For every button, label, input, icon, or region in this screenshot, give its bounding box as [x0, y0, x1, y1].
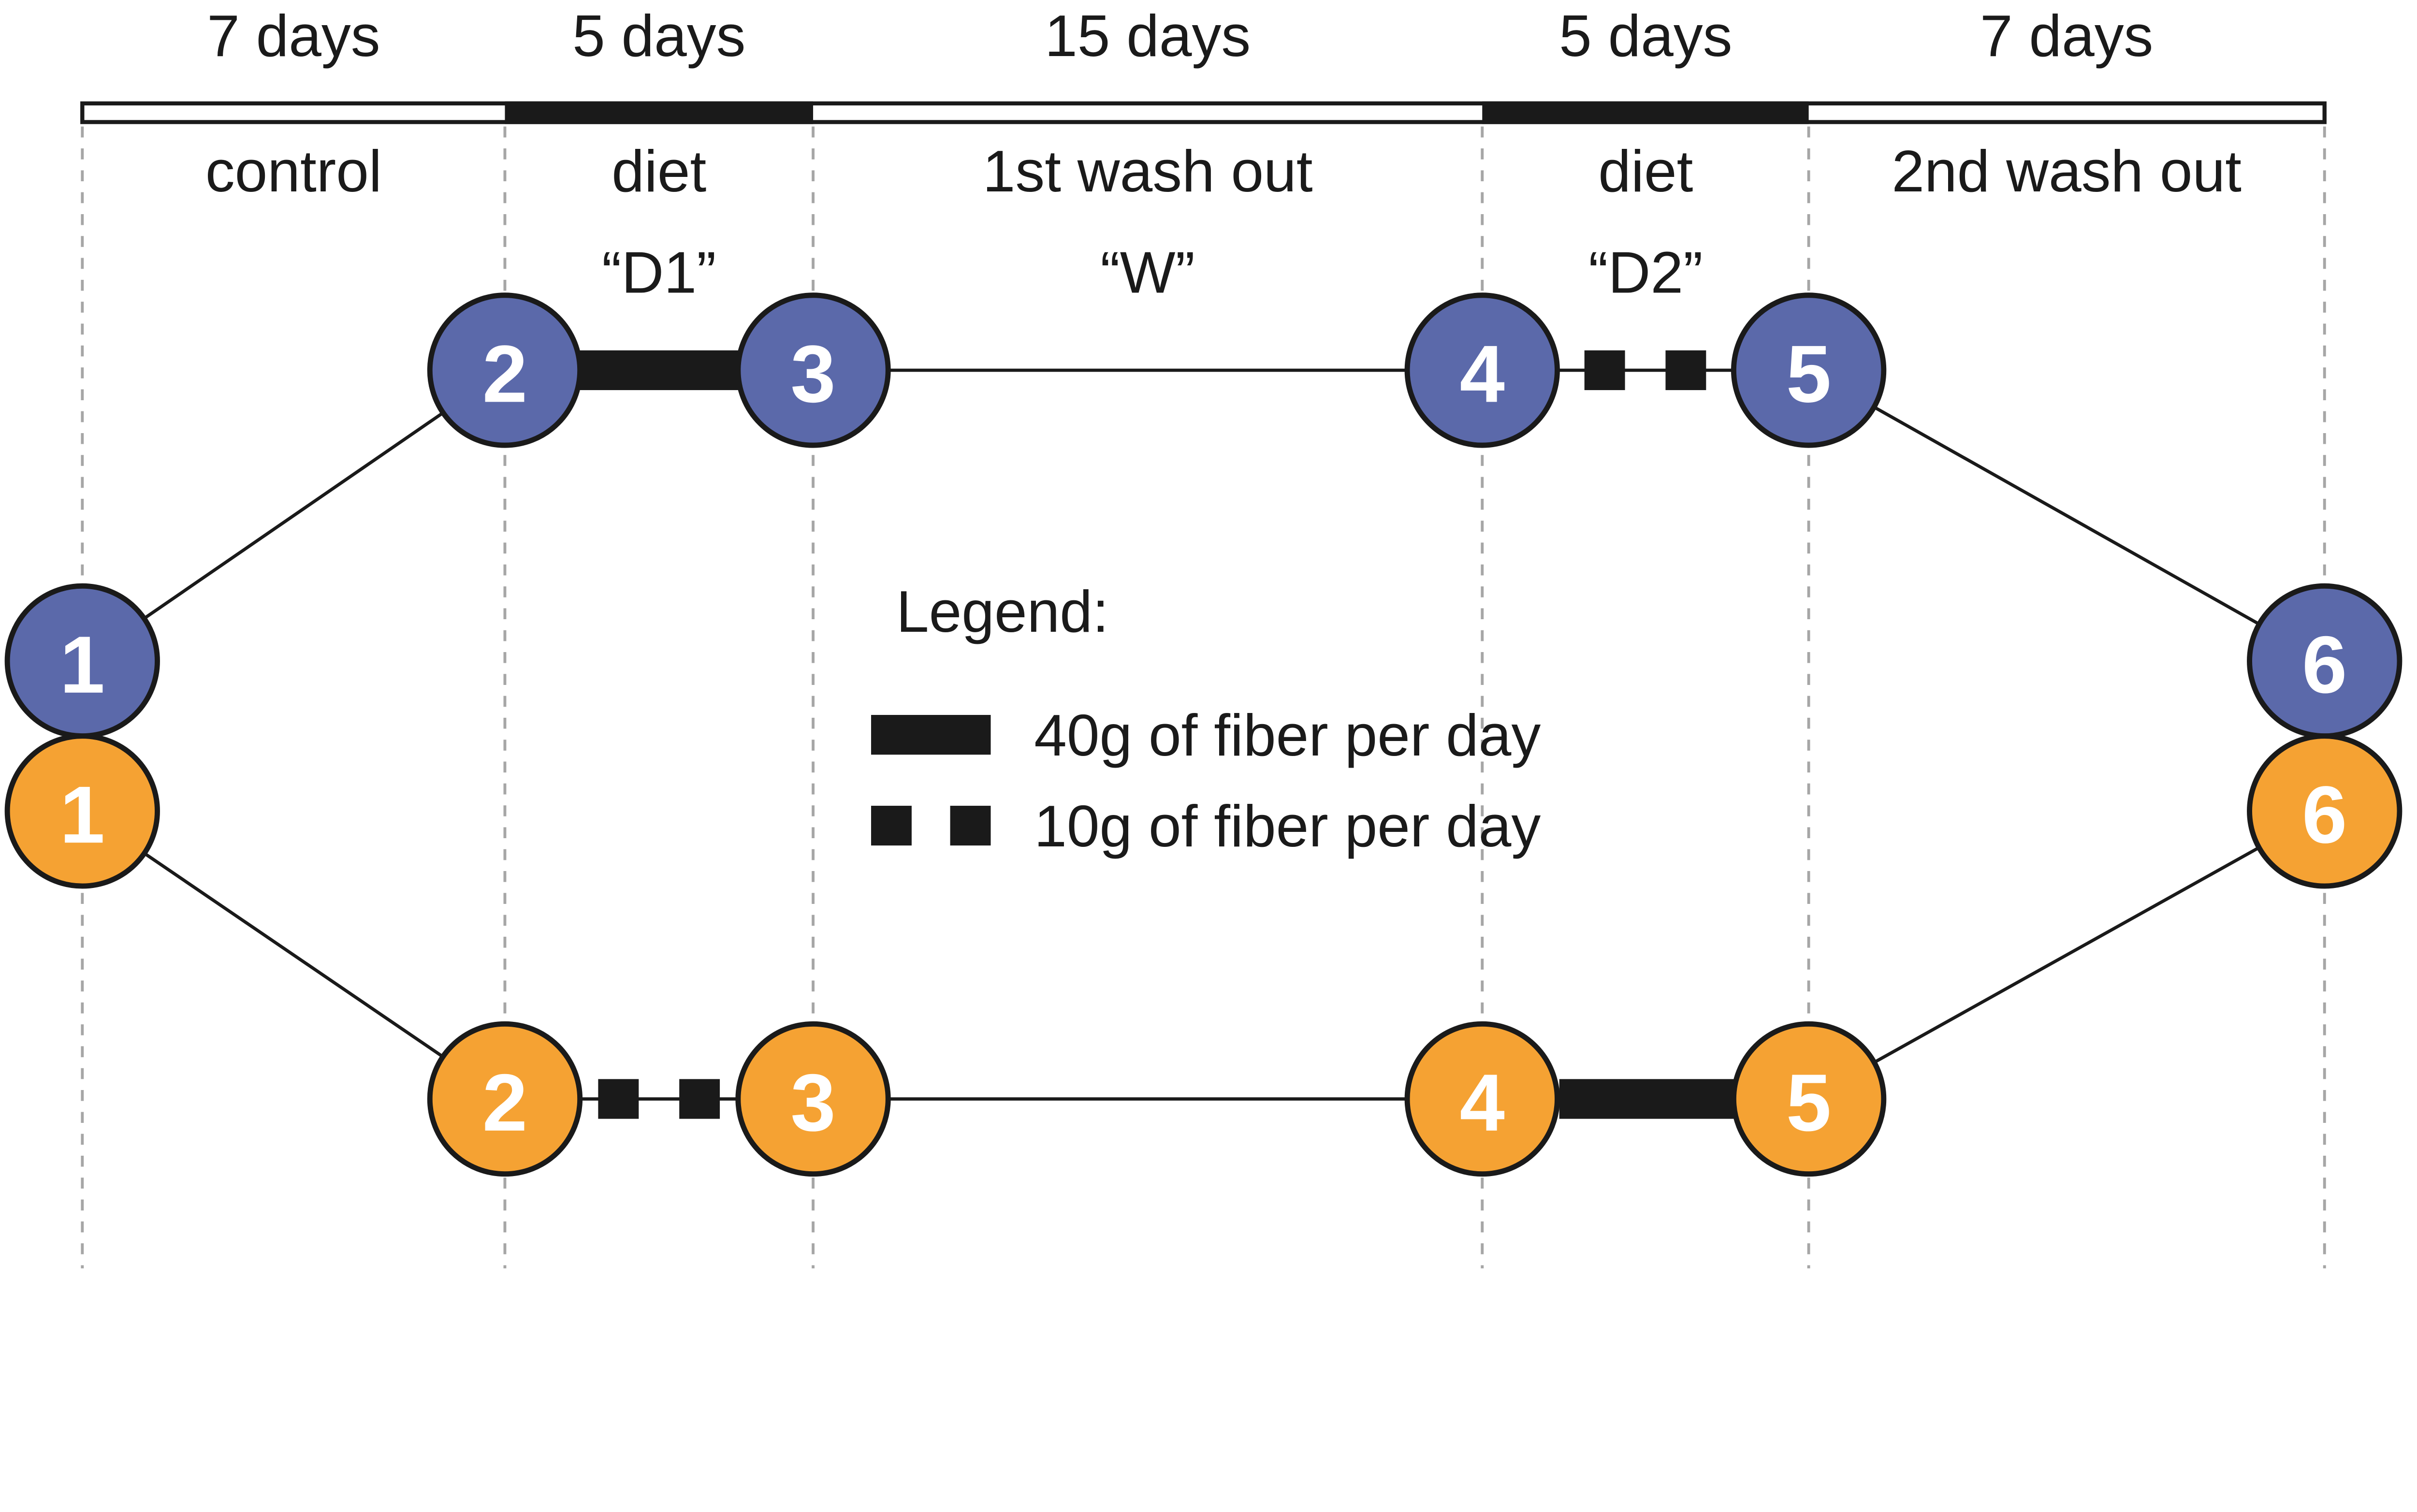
arm-a-link-5-6	[1807, 369, 2326, 663]
phase-name-2: diet	[612, 138, 706, 204]
arm-a-visit-4	[1404, 292, 1560, 448]
arm-b-visit-1	[4, 733, 160, 889]
arm-a-visit-3	[735, 292, 891, 448]
diet-phase-1-fill	[505, 101, 814, 124]
phase-name-4: diet	[1598, 138, 1693, 204]
arm-a-visit-1-number: 1	[60, 619, 105, 710]
arm-a-link-1-2	[81, 369, 506, 663]
duration-label-2: 5 days	[572, 3, 745, 69]
phase-name-3: 1st wash out	[983, 138, 1313, 204]
arm-b-visit-4	[1404, 1021, 1560, 1177]
duration-label-1: 7 days	[207, 3, 380, 69]
phase-name-1: control	[205, 138, 382, 204]
legend-40g-label: 40g of fiber per day	[1034, 702, 1541, 768]
arm-a-visit-5	[1731, 292, 1887, 448]
arm-b-10g-bar-left	[598, 1079, 639, 1119]
duration-label-5: 7 days	[1980, 3, 2153, 69]
arm-a-visit-3-number: 3	[790, 328, 835, 419]
arm-b-visit-3-number: 3	[790, 1057, 835, 1148]
phase-code-d2: “D2”	[1588, 240, 1703, 305]
arm-a-visit-6-number: 6	[2302, 619, 2347, 710]
study-design-figure: 7 days 5 days 15 days 5 days 7 days cont…	[4, 3, 2402, 1269]
duration-label-4: 5 days	[1559, 3, 1732, 69]
arm-b-40g-bar	[1559, 1079, 1734, 1119]
arm-b-visit-2-number: 2	[482, 1057, 527, 1148]
duration-label-3: 15 days	[1045, 3, 1251, 69]
arm-b-visit-1-number: 1	[60, 769, 105, 860]
arm-b-visit-4-number: 4	[1460, 1057, 1505, 1148]
arm-a-40g-bar	[580, 350, 738, 391]
arm-a-visit-2-number: 2	[482, 328, 527, 419]
arm-b-visit-5-number: 5	[1786, 1057, 1831, 1148]
legend-10g-swatch-left split-bar-icon	[871, 805, 912, 846]
legend-title: Legend:	[896, 579, 1109, 644]
arm-a-visit-2	[427, 292, 583, 448]
arm-b-visit-6	[2247, 733, 2402, 889]
legend-10g-swatch-right split-bar-icon	[950, 805, 991, 846]
phase-code-d1: “D1”	[602, 240, 716, 305]
arm-b-link-1-2	[81, 810, 506, 1101]
arm-a-10g-bar-left	[1584, 350, 1625, 391]
timeline-bar	[80, 101, 2327, 124]
legend-40g-swatch solid-bar-icon	[871, 715, 991, 755]
arm-b-visit-5	[1731, 1021, 1887, 1177]
arm-a-10g-bar-right	[1665, 350, 1706, 391]
arm-b-10g-bar-right	[679, 1079, 720, 1119]
arm-b-visit-2	[427, 1021, 583, 1177]
arm-b-link-5-6	[1807, 809, 2326, 1101]
phase-code-w: “W”	[1100, 240, 1195, 305]
arm-b-visit-6-number: 6	[2302, 769, 2347, 860]
legend-10g-label: 10g of fiber per day	[1034, 793, 1541, 859]
diet-phase-2-fill	[1482, 101, 1809, 124]
phase-name-5: 2nd wash out	[1892, 138, 2242, 204]
arm-a-visit-4-number: 4	[1460, 328, 1505, 419]
arm-b-visit-3	[735, 1021, 891, 1177]
arm-a-visit-5-number: 5	[1786, 328, 1831, 419]
